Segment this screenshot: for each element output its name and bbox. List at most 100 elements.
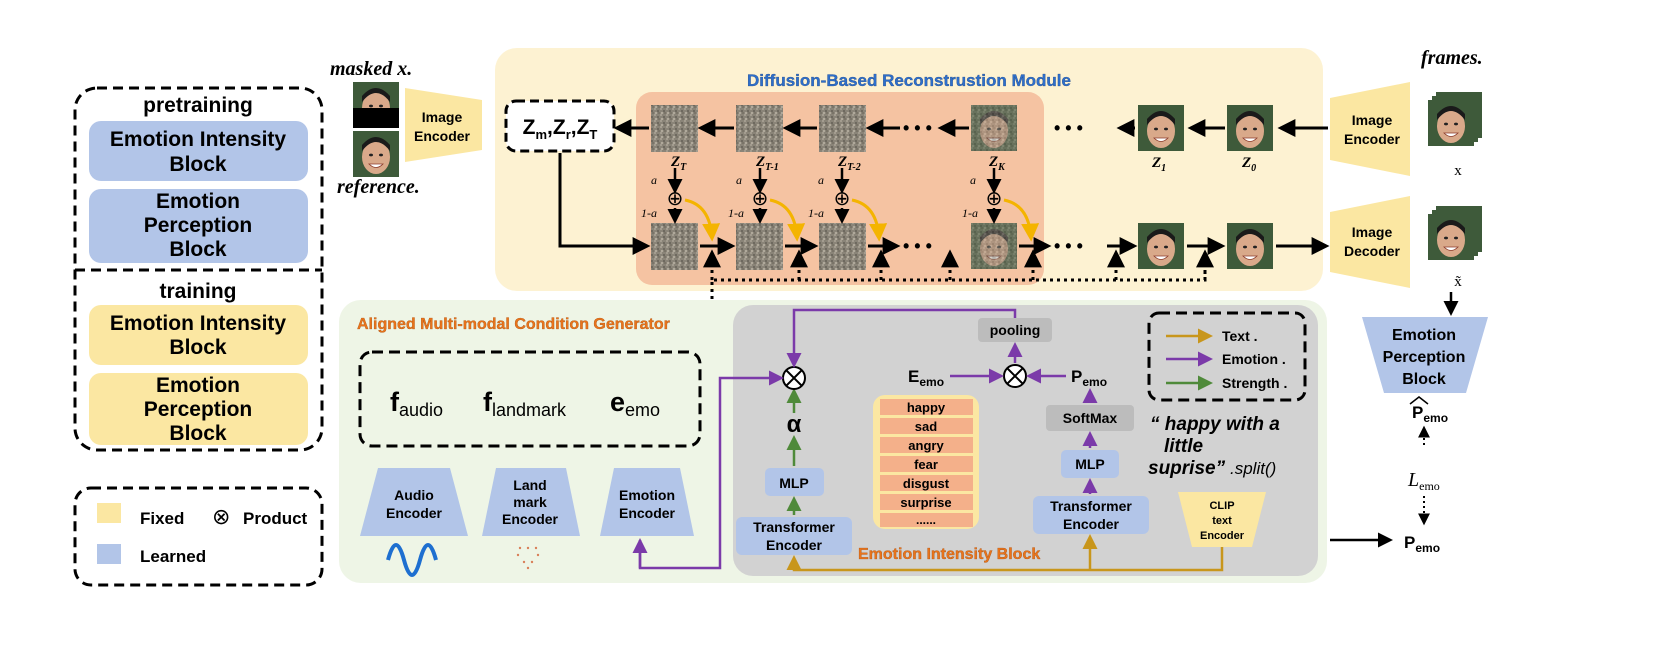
image-decoder: [1330, 196, 1410, 288]
e-emo-label: Eemo: [908, 367, 944, 389]
right-image-encoder-label-2: Encoder: [1344, 131, 1401, 147]
svg-text:1-a: 1-a: [962, 206, 978, 220]
step-label-z0: Z0: [1241, 155, 1256, 174]
left-inputs: masked x. reference. Image Encoder: [330, 58, 482, 198]
left-image-encoder-label-1: Image: [422, 109, 463, 125]
emotion-sad: sad: [915, 419, 937, 434]
perception-right-label-2: Perception: [1383, 349, 1466, 366]
legend-product: Product: [243, 509, 308, 528]
svg-text:1-a: 1-a: [808, 206, 824, 220]
transformer-left: [736, 517, 852, 555]
clip-label-3: Encoder: [1200, 530, 1245, 542]
face-image-z1-bottom: [1137, 222, 1185, 270]
alpha-label: α: [787, 411, 802, 438]
emotion-more: ......: [916, 513, 936, 527]
noise-image-zk-top: [970, 104, 1018, 152]
intensity-block: Transformer Encoder MLP α pooling Eemo P…: [632, 305, 1318, 576]
training-intensity-label-2: Block: [169, 336, 227, 359]
legend-text: Text .: [1222, 328, 1258, 344]
ellipsis-top-1: • • •: [903, 118, 932, 138]
transformer-right-label-2: Encoder: [1063, 516, 1120, 532]
step-label-zt2: ZT-2: [837, 154, 861, 173]
noise-image-zt-bottom: [651, 223, 698, 270]
diffusion-title: Diffusion-Based Reconstrustion Module: [747, 71, 1071, 90]
emotion-surprise: surprise: [900, 495, 951, 510]
left-image-encoder-label-2: Encoder: [414, 128, 471, 144]
step-label-z1: Z1: [1151, 155, 1166, 174]
arrow-legend-box: [1147, 311, 1307, 402]
training-perception-label-2: Perception: [144, 398, 253, 421]
emotion-list: happy sad angry fear disgust surprise ..…: [880, 399, 973, 527]
product-icon: ⊗: [212, 504, 230, 529]
mlp-right: [1061, 450, 1119, 478]
transformer-right: [1033, 496, 1149, 534]
mlp-left-label: MLP: [779, 475, 809, 491]
perception-right-label-3: Block: [1402, 371, 1446, 388]
step-label-zt1: ZT-1: [755, 154, 779, 173]
reconstructed-image-stack: [1427, 205, 1483, 261]
landmark-encoder-label-2: mark: [513, 494, 547, 510]
pretraining-perception-label-3: Block: [169, 238, 227, 261]
mlp-left: [765, 468, 824, 496]
svg-text:1-a: 1-a: [641, 206, 657, 220]
pretraining-perception-block: [89, 189, 308, 263]
intensity-block-title: Emotion Intensity Block: [858, 546, 1040, 563]
mlp-right-label: MLP: [1075, 456, 1105, 472]
noise-image-zt2-top: [819, 105, 866, 152]
svg-text:⊕: ⊕: [752, 188, 769, 210]
loss-emo: Lemo: [1407, 469, 1440, 493]
perception-right-label-1: Emotion: [1392, 327, 1456, 344]
pooling-box: [978, 318, 1052, 342]
clip-label-1: CLIP: [1209, 500, 1234, 512]
pretraining-intensity-label-2: Block: [169, 153, 227, 176]
x-tilde-label: x̃: [1454, 274, 1462, 290]
emotion-encoder-label-2: Encoder: [619, 505, 676, 521]
face-image-z0-bottom: [1226, 222, 1274, 270]
softmax-box: [1046, 405, 1134, 431]
training-intensity-block: [89, 305, 308, 365]
legend-strength: Strength .: [1222, 375, 1287, 391]
face-image-z1-top: [1137, 104, 1185, 152]
noise-image-zt2-bottom: [819, 223, 866, 270]
p-hat-emo: Pemo: [1412, 403, 1448, 425]
latent-concat-label: Zm,Zr,ZT: [523, 116, 598, 142]
emotion-fear: fear: [914, 457, 938, 472]
reference-face-image: [352, 130, 400, 178]
generator-title: Aligned Multi-modal Condition Generator: [357, 316, 670, 333]
ellipsis-bottom-1: • • •: [903, 236, 932, 256]
audio-encoder: [360, 468, 468, 536]
clip-text-encoder: [1178, 492, 1266, 547]
landmark-encoder-label-1: Land: [513, 477, 546, 493]
legend-box: Fixed ⊗ Product Learned: [73, 486, 324, 587]
clip-label-2: text: [1212, 515, 1232, 527]
landmark-encoder-label-3: Encoder: [502, 511, 559, 527]
hat-mark: [1409, 396, 1429, 405]
pretraining-title: pretraining: [143, 94, 253, 117]
x-label: x: [1454, 163, 1462, 179]
training-perception-label-3: Block: [169, 422, 227, 445]
frames-label: frames.: [1421, 47, 1483, 69]
feature-f-landmark: flandmark: [483, 387, 567, 420]
quote-line-3: suprise”: [1148, 458, 1226, 479]
transformer-right-label-1: Transformer: [1050, 498, 1132, 514]
training-perception-block: [89, 373, 308, 445]
masked-label: masked x.: [330, 58, 412, 80]
legend-learned: Learned: [140, 547, 206, 566]
reference-label: reference.: [337, 176, 420, 198]
image-decoder-label-1: Image: [1352, 224, 1393, 240]
frames-image-stack: [1427, 91, 1483, 147]
pretraining-perception-label-2: Perception: [144, 214, 253, 237]
learned-swatch: [97, 544, 121, 564]
pooling-label: pooling: [990, 322, 1041, 338]
transformer-left-label-1: Transformer: [753, 519, 835, 535]
softmax-label: SoftMax: [1063, 410, 1118, 426]
audio-encoder-label-2: Encoder: [386, 505, 443, 521]
pretraining-perception-label-1: Emotion: [156, 190, 240, 213]
transformer-left-label-2: Encoder: [766, 537, 823, 553]
mix-node-zk: ⊕ a 1-a: [962, 168, 1040, 242]
legend-fixed: Fixed: [140, 509, 184, 528]
image-decoder-label-2: Decoder: [1344, 243, 1401, 259]
training-title: training: [160, 280, 237, 303]
emotion-happy: happy: [907, 400, 946, 415]
training-perception-label-1: Emotion: [156, 374, 240, 397]
